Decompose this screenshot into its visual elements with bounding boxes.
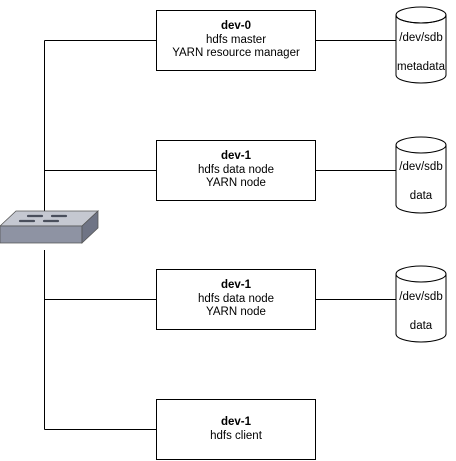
node-role: YARN node xyxy=(206,306,266,319)
node-role: hdfs data node xyxy=(197,163,275,176)
node-title: dev-0 xyxy=(220,20,252,33)
disk-device-label: /dev/sdb xyxy=(399,161,443,173)
disk-role-label: data xyxy=(409,190,433,202)
disk-1 xyxy=(395,136,447,214)
disk-2 xyxy=(395,265,447,343)
disk-0 xyxy=(395,6,447,84)
network-switch-icon xyxy=(0,210,100,244)
disk-role-label: data xyxy=(409,320,433,332)
node-role: YARN resource manager xyxy=(172,47,300,60)
node-role: hdfs client xyxy=(210,429,262,442)
connections xyxy=(44,40,396,430)
node-dev1-datanode-a: dev-1 hdfs data node YARN node xyxy=(156,140,316,201)
disk-device-label: /dev/sdb xyxy=(399,32,443,44)
node-dev0: dev-0 hdfs master YARN resource manager xyxy=(156,10,316,71)
node-title: dev-1 xyxy=(220,279,252,292)
disk-role-label: metadata xyxy=(397,61,445,73)
node-title: dev-1 xyxy=(220,150,252,163)
node-dev1-client: dev-1 hdfs client xyxy=(156,399,316,460)
node-role: hdfs data node xyxy=(197,292,275,305)
disk-device-label: /dev/sdb xyxy=(399,291,443,303)
node-title: dev-1 xyxy=(220,416,252,428)
node-role: YARN node xyxy=(206,177,266,190)
node-role: hdfs master xyxy=(205,33,267,46)
node-dev1-datanode-b: dev-1 hdfs data node YARN node xyxy=(156,269,316,330)
